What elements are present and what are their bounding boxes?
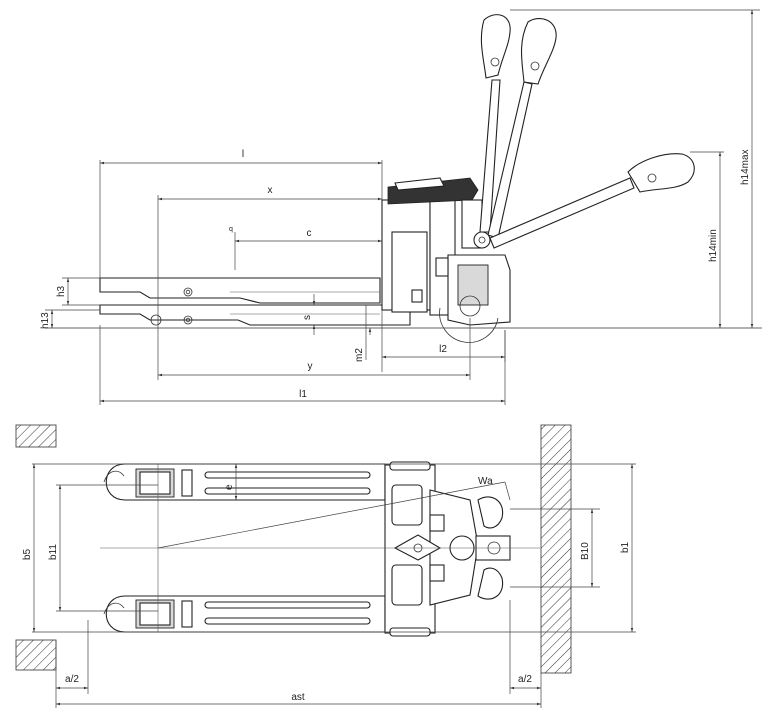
label-l2: l2	[439, 344, 447, 355]
chassis-plan	[384, 461, 479, 637]
dimension-h14min: h14min	[690, 151, 724, 328]
label-h13: h13	[40, 312, 51, 329]
tiller-vertical	[479, 14, 511, 233]
dimension-b11: b11	[48, 484, 158, 612]
top-view: Wa b5 b11 e B10 b1	[15, 424, 636, 708]
label-s: s	[302, 315, 313, 320]
dimension-b1: b1	[620, 464, 634, 632]
label-b11: b11	[48, 544, 59, 560]
label-Wa: Wa	[478, 476, 493, 487]
label-b5: b5	[22, 548, 33, 560]
label-ast: ast	[291, 692, 305, 703]
wall-top-left	[15, 424, 57, 448]
fork-top-plan	[103, 463, 386, 501]
drive-wheel	[439, 295, 499, 343]
fork-lower	[99, 304, 411, 326]
dimension-b5: b5	[22, 464, 36, 632]
label-h3: h3	[56, 285, 67, 297]
dimension-y: y	[158, 318, 471, 380]
dimension-x: x	[157, 185, 382, 380]
label-a2-left: a/2	[65, 674, 79, 685]
label-a2-right: a/2	[518, 674, 532, 685]
dimension-a2-left: a/2	[55, 620, 89, 708]
label-b1: b1	[620, 541, 631, 553]
dimension-h3: h3	[56, 277, 100, 306]
label-h14max: h14max	[740, 149, 751, 185]
label-c: c	[307, 228, 312, 239]
label-l: l	[242, 149, 244, 160]
dimension-B10: B10	[510, 508, 600, 588]
dimension-h14max: h14max	[510, 9, 760, 328]
label-q: q	[229, 226, 233, 233]
dimension-e: e	[224, 464, 238, 500]
label-h14min: h14min	[708, 229, 719, 262]
dimension-s: s	[302, 294, 316, 335]
label-x: x	[268, 185, 273, 196]
label-l1: l1	[299, 389, 307, 400]
wall-bottom-left	[15, 639, 57, 671]
dimension-l1: l1	[99, 325, 506, 405]
dimension-c: c q	[229, 226, 382, 270]
tiller-inclined	[487, 18, 557, 239]
truck-chassis	[381, 177, 511, 326]
dimension-l: l	[99, 149, 383, 278]
dimension-h13: h13	[40, 309, 100, 329]
fork-bottom-plan	[103, 595, 386, 633]
label-B10: B10	[580, 542, 591, 560]
side-view: l x c q h3 h13	[40, 9, 762, 405]
label-y: y	[308, 361, 313, 372]
wall-right	[540, 424, 572, 674]
fork-upper	[99, 277, 381, 304]
dimension-ast: ast	[56, 692, 541, 706]
tiller-pivot	[473, 231, 491, 249]
dimension-m2: m2	[354, 305, 372, 362]
dimension-Wa: Wa	[157, 476, 511, 549]
label-e: e	[224, 484, 235, 490]
label-m2: m2	[354, 348, 365, 362]
tiller-lowered	[489, 153, 695, 249]
dimension-a2-right: a/2	[509, 600, 542, 708]
